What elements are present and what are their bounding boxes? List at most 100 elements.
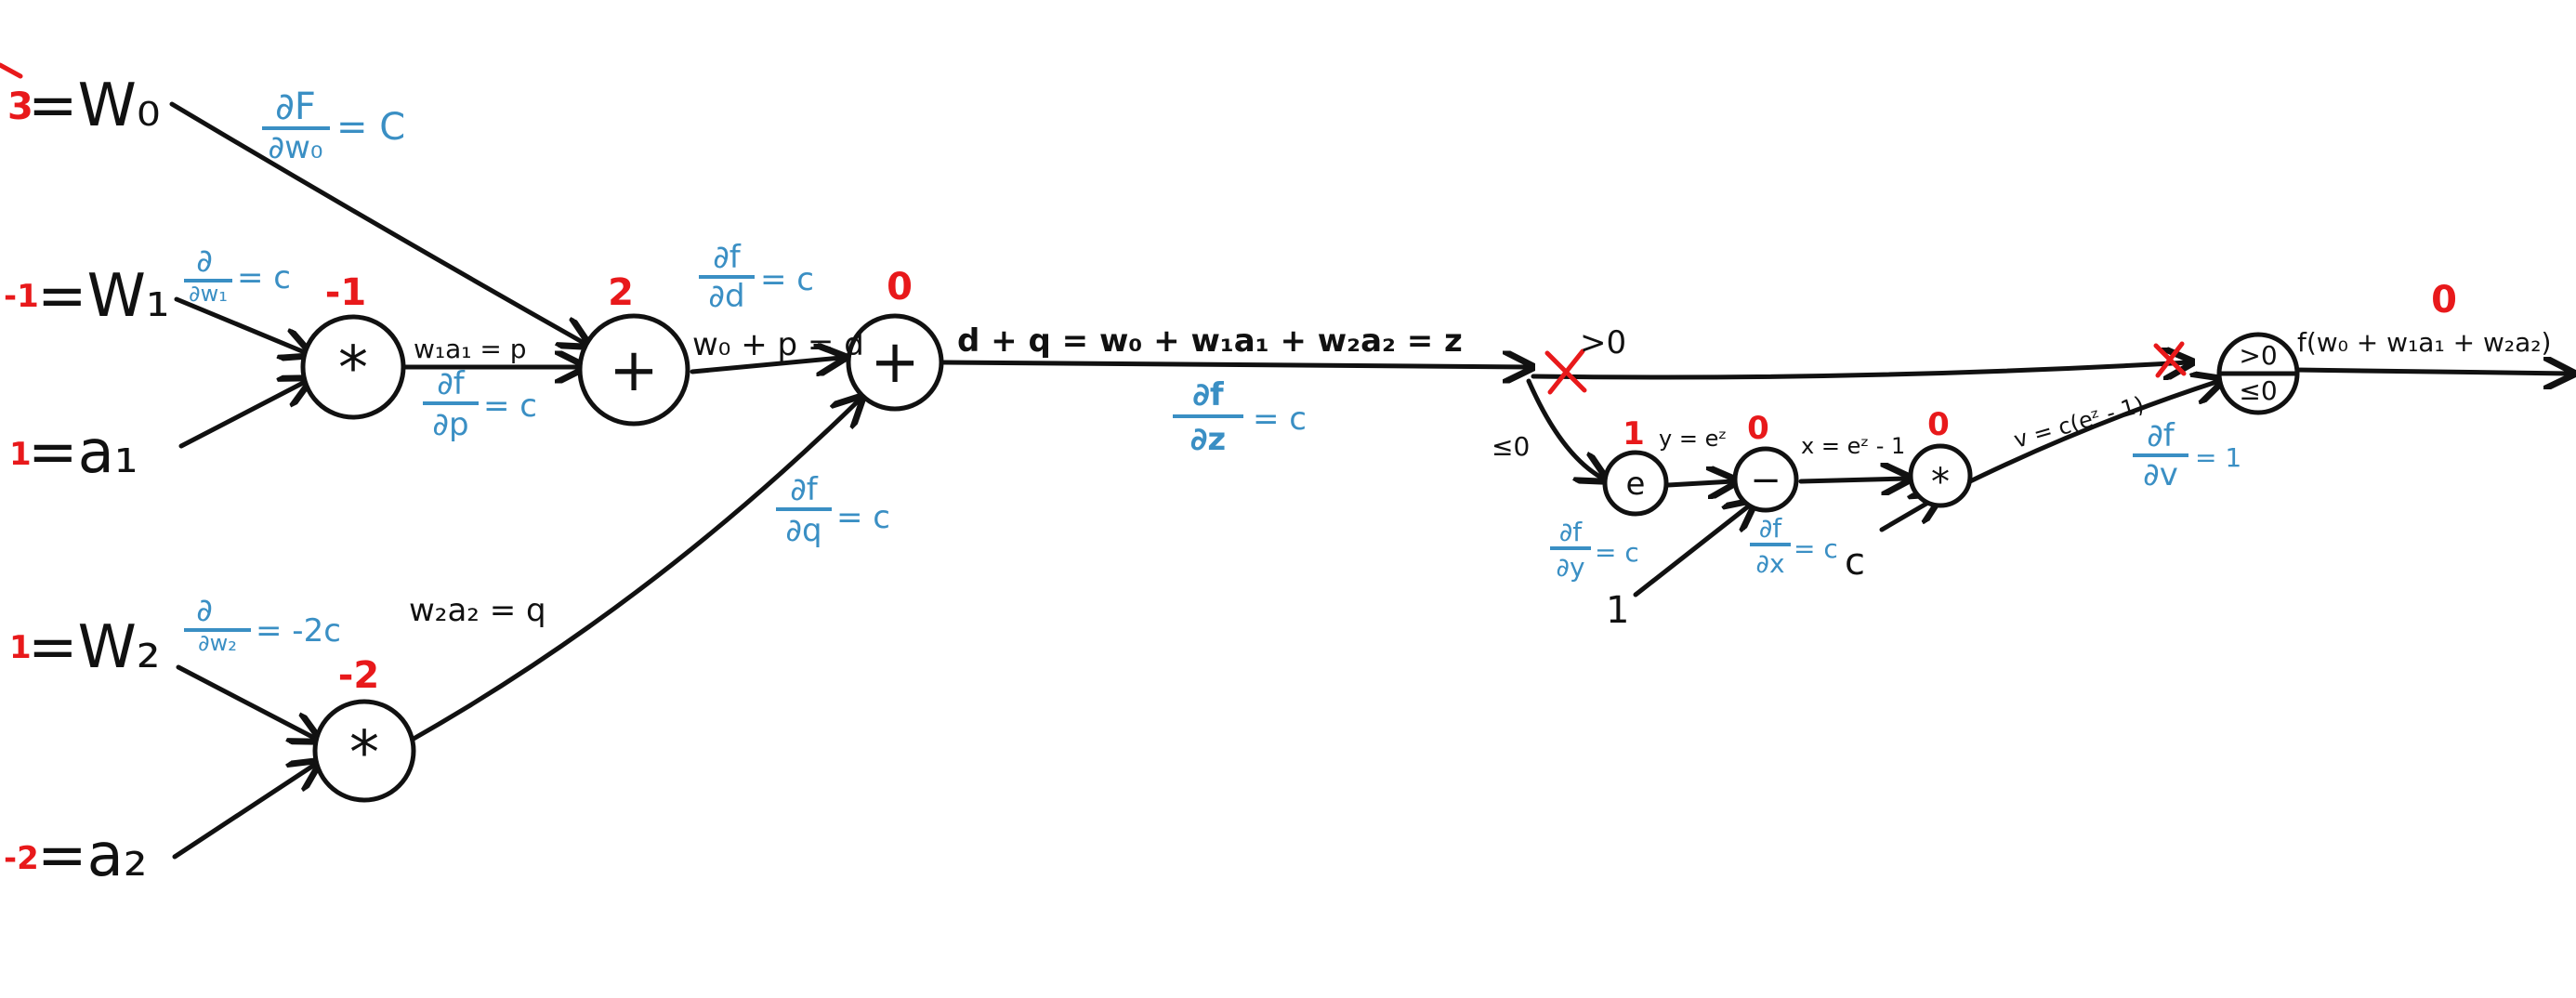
gradient-z-num: ∂f	[1192, 376, 1224, 414]
node-values: -1 2 0 -2 1 0 0 0	[325, 266, 2457, 697]
gradient-y: ∂f ∂y = c	[1550, 517, 1639, 583]
node-mul2-symbol: *	[349, 719, 379, 788]
gradient-d-rhs: = c	[760, 261, 814, 298]
gradient-p-den: ∂p	[432, 406, 468, 443]
node-add1-symbol: +	[609, 336, 659, 405]
value-add2: 0	[887, 266, 913, 309]
gradient-w0-den: ∂w₀	[268, 129, 322, 166]
gradient-x-den: ∂x	[1755, 548, 1784, 579]
nodes: * + + * e − * >0 ≤0	[300, 313, 2300, 803]
node-exp: e	[1602, 450, 1669, 517]
edge-labels: w₁a₁ = p w₀ + p = d w₂a₂ = q d + q = w₀ …	[409, 322, 2551, 632]
edge-output	[2293, 370, 2569, 374]
gradient-v-num: ∂f	[2147, 417, 2175, 454]
label-x: x = eᶻ - 1	[1801, 433, 1905, 459]
gradient-w1-rhs: = c	[237, 259, 291, 296]
edge-w2-mul2	[176, 664, 316, 739]
gradient-w1-num: ∂	[196, 243, 213, 280]
cross-mark-sel	[2153, 341, 2187, 378]
gradient-z-den: ∂z	[1190, 421, 1226, 458]
gradient-p-num: ∂f	[437, 365, 466, 402]
edge-minus-mul3	[1798, 479, 1907, 481]
gradient-v: ∂f ∂v = 1	[2133, 417, 2241, 493]
input-a1-label: =a₁	[28, 418, 138, 487]
gradient-d-num: ∂f	[713, 239, 742, 276]
gradient-q-den: ∂q	[785, 512, 821, 549]
gradient-v-den: ∂v	[2143, 456, 2178, 493]
node-select: >0 ≤0	[2216, 332, 2300, 415]
edge-add1-add2	[690, 358, 841, 372]
tick-mark-w0	[0, 62, 23, 79]
value-add1: 2	[608, 271, 634, 314]
edge-a2-mul2	[172, 764, 316, 860]
label-z: d + q = w₀ + w₁a₁ + w₂a₂ = z	[957, 322, 1463, 360]
edge-mul3-sel	[1967, 381, 2219, 484]
gradient-y-num: ∂f	[1559, 517, 1583, 547]
gradient-w2-den: ∂w₂	[198, 630, 237, 656]
edge-exp-minus	[1665, 481, 1733, 485]
node-mul1-symbol: *	[338, 335, 368, 403]
label-const-c: c	[1845, 541, 1865, 584]
gradient-w1-den: ∂w₁	[189, 281, 228, 307]
gradient-w2-rhs: = -2c	[256, 612, 341, 650]
label-w1a1: w₁a₁ = p	[414, 334, 527, 364]
input-w2-label: =W₂	[28, 613, 161, 682]
node-minus: −	[1732, 446, 1799, 513]
input-a2-value: -2	[4, 840, 39, 877]
gradient-y-den: ∂y	[1556, 552, 1584, 583]
value-mul1: -1	[325, 271, 366, 314]
node-mul1: *	[300, 314, 406, 420]
edge-gt0-sel	[1531, 362, 2188, 377]
gradient-p: ∂f ∂p = c	[423, 365, 537, 443]
node-mul3: *	[1908, 443, 1973, 508]
input-w2-value: 1	[9, 629, 32, 666]
value-minus: 0	[1747, 410, 1769, 447]
gradient-w1: ∂ ∂w₁ = c	[184, 243, 291, 307]
value-mul3: 0	[1927, 406, 1950, 443]
label-const-1: 1	[1606, 589, 1629, 632]
gradient-w0: ∂F ∂w₀ = C	[262, 85, 405, 166]
value-select: 0	[2431, 279, 2457, 322]
edge-w1-mul1	[174, 296, 307, 353]
edge-le0-exp	[1526, 378, 1603, 479]
node-minus-symbol: −	[1750, 459, 1781, 502]
label-gt0: >0	[1580, 324, 1626, 361]
gradient-x-rhs: = c	[1794, 533, 1838, 564]
gradient-w0-num: ∂F	[275, 85, 316, 128]
cross-mark-split	[1544, 348, 1587, 395]
label-w0p: w₀ + p = d	[692, 326, 864, 363]
value-exp: 1	[1623, 415, 1645, 453]
node-mul2: *	[312, 699, 416, 803]
label-le0: ≤0	[1492, 431, 1530, 462]
edge-one-minus	[1633, 504, 1752, 597]
input-w0-value: 3	[7, 85, 33, 128]
gradient-q-num: ∂f	[790, 471, 819, 508]
gradient-q: ∂f ∂q = c	[776, 471, 890, 549]
edge-w0-add1	[169, 101, 585, 344]
gradient-x: ∂f ∂x = c	[1750, 513, 1838, 579]
gradient-d: ∂f ∂d = c	[699, 239, 814, 315]
edges	[169, 101, 2569, 860]
gradient-y-rhs: = c	[1595, 537, 1639, 568]
edge-a1-mul1	[178, 381, 307, 449]
node-add2-symbol: +	[870, 328, 920, 397]
cross-marks	[0, 62, 2187, 395]
node-mul3-symbol: *	[1931, 461, 1950, 504]
node-select-bottom: ≤0	[2239, 375, 2277, 406]
gradients: ∂F ∂w₀ = C ∂ ∂w₁ = c ∂ ∂w₂ = -2c ∂f ∂p =…	[184, 85, 2241, 656]
edge-mul2-add2	[411, 400, 860, 742]
label-y: y = eᶻ	[1659, 426, 1727, 452]
gradient-x-num: ∂f	[1759, 513, 1782, 544]
input-w0-label: =W₀	[28, 72, 161, 140]
value-mul2: -2	[338, 654, 379, 697]
node-select-top: >0	[2239, 340, 2277, 371]
gradient-z-rhs: = c	[1253, 401, 1307, 438]
node-add2: +	[846, 313, 944, 412]
edge-add2-split	[940, 362, 1529, 367]
node-add1: +	[577, 313, 690, 427]
gradient-w0-rhs: = C	[336, 106, 405, 149]
input-a2-label: =a₂	[37, 821, 148, 890]
label-output: f(w₀ + w₁a₁ + w₂a₂)	[2297, 327, 2551, 358]
label-v: v = c(eᶻ - 1)	[2011, 391, 2147, 453]
